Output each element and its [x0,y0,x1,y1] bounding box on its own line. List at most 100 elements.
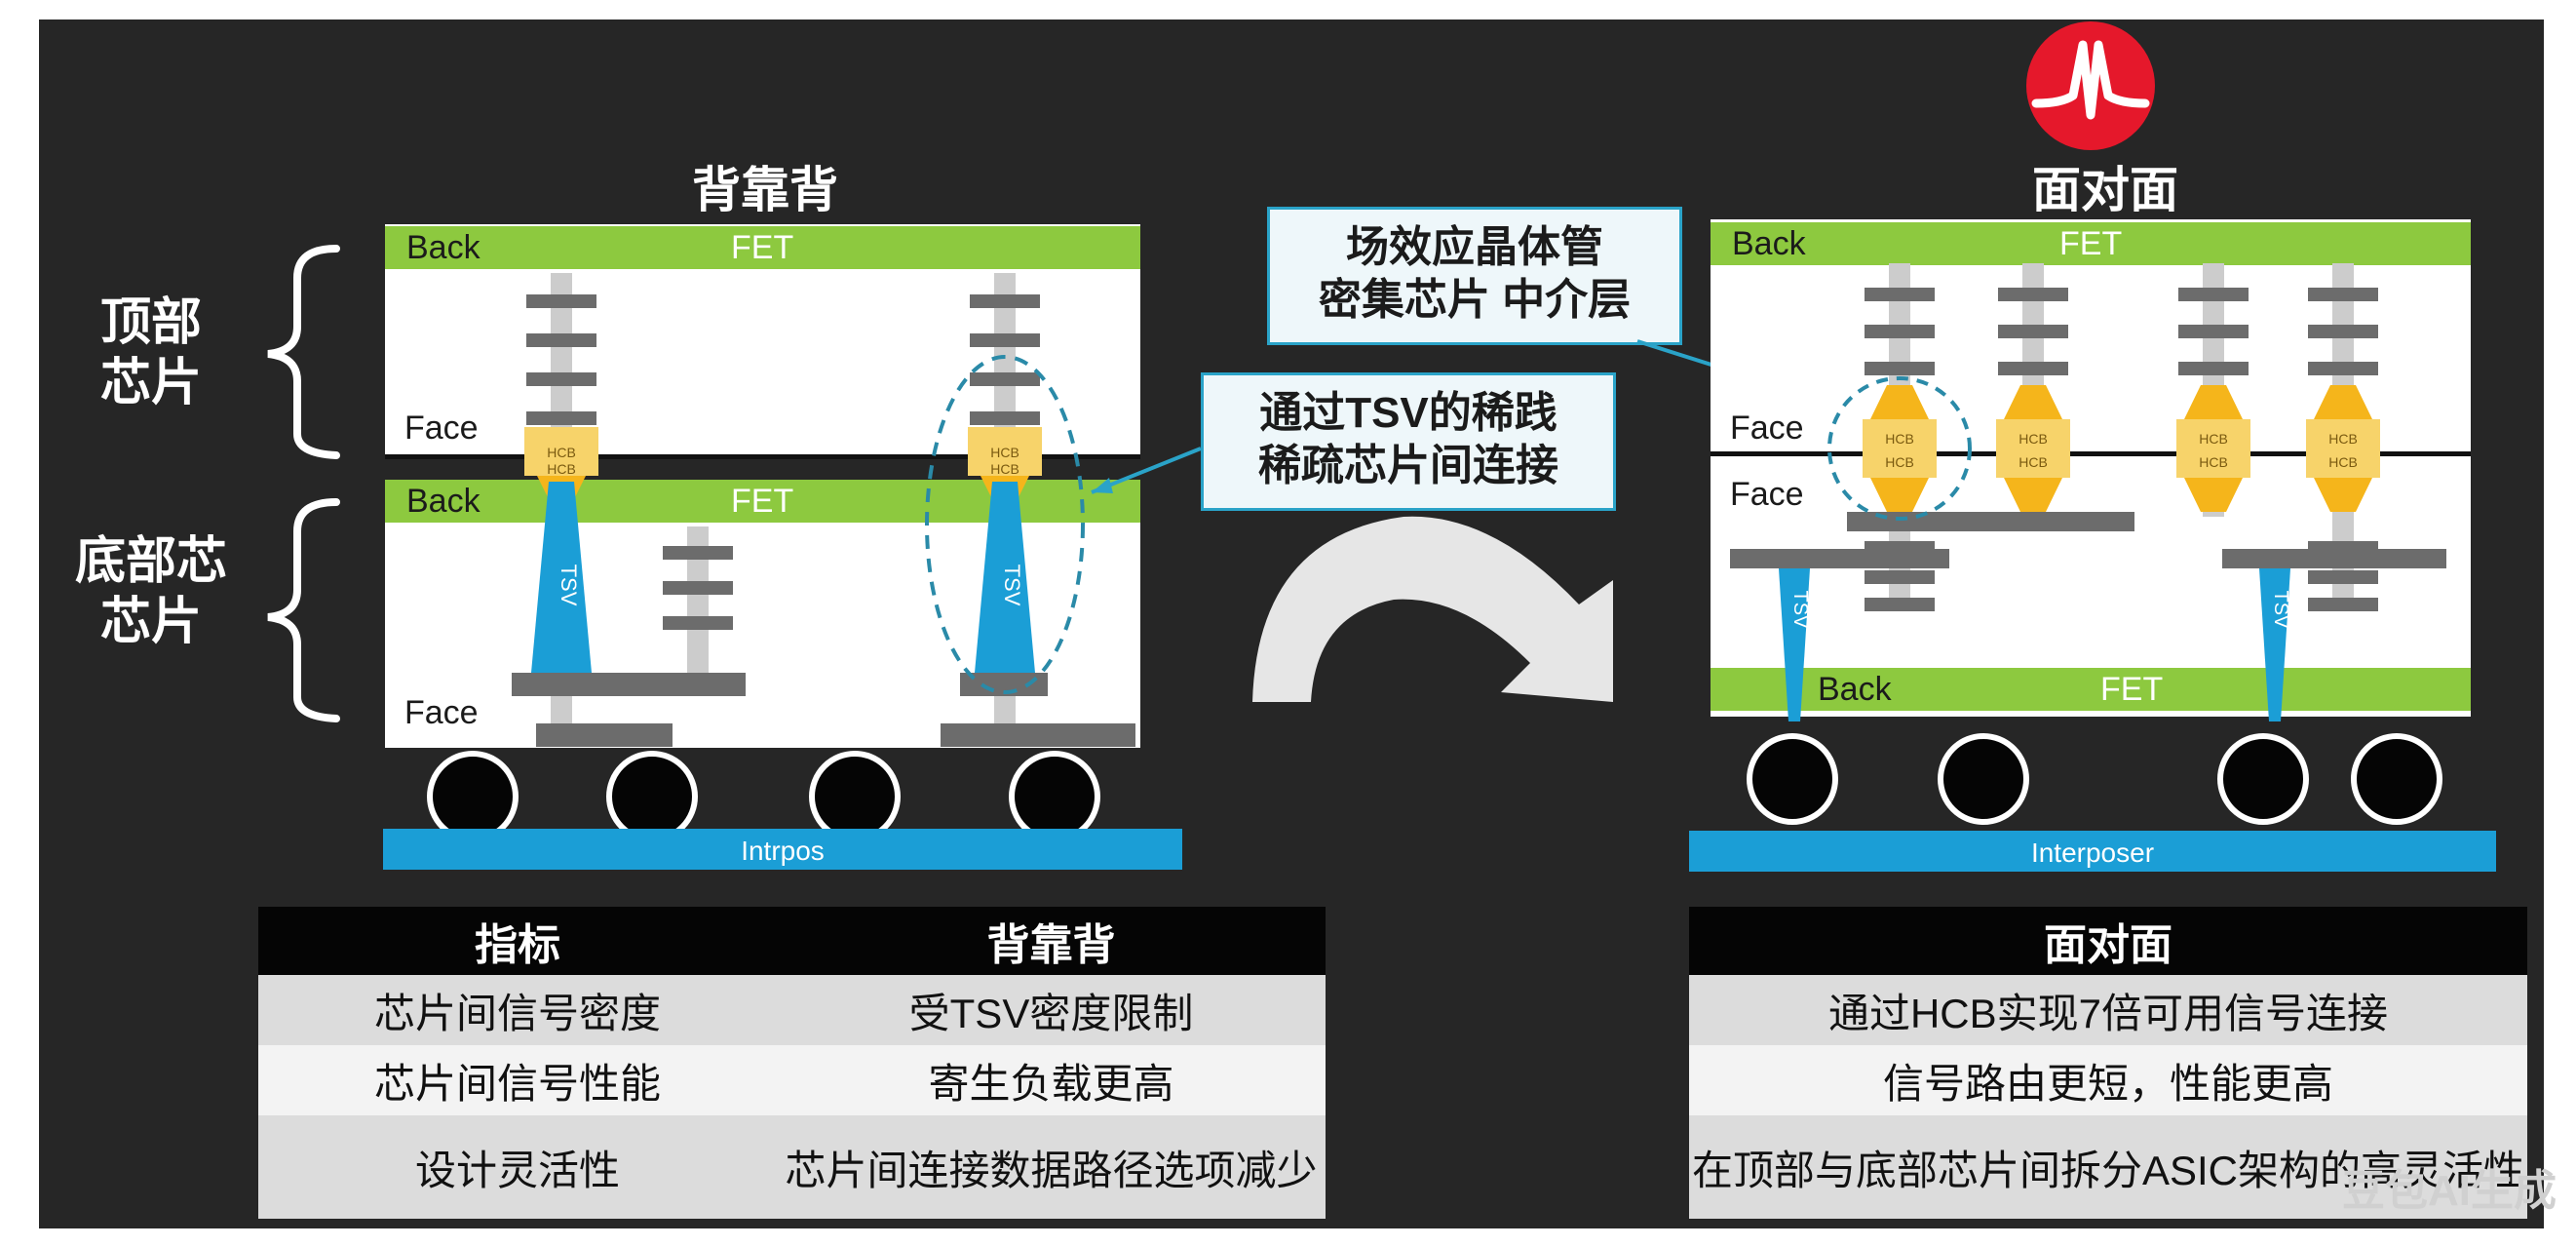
table-cell: 在顶部与底部芯片间拆分ASIC架构的高灵活性 [1689,1115,2527,1219]
table-header-f2f: 面对面 [1689,907,2527,975]
metal-plate [1847,512,2134,531]
table-row: 设计灵活性 芯片间连接数据路径选项减少 [258,1115,1326,1219]
top-chip-label: 顶部 芯片 [54,292,249,413]
bottom-chip-label: 底部芯 芯片 [54,531,249,652]
hcb-label: HCB [547,461,576,477]
broadcom-logo-icon [2026,21,2155,150]
tsv-via [2259,568,2290,721]
metal-layer [663,581,733,595]
left-interposer-bar: Intrpos [383,829,1182,870]
left-top-face-label: Face [404,409,479,447]
table-cell: 芯片间连接数据路径选项减少 [777,1115,1326,1219]
metal-stack-pillar [551,696,572,725]
left-top-fet-bar: Back FET [385,226,1140,269]
tsv-highlight-ellipse [925,355,1085,694]
table-row: 芯片间信号性能 寄生负载更高 [258,1045,1326,1115]
svg-text:HCB: HCB [2019,431,2048,447]
svg-text:HCB: HCB [2019,454,2048,470]
table-cell: 设计灵活性 [258,1115,777,1219]
metal-layer [663,546,733,560]
right-bump-ball-4 [2351,733,2442,825]
metal-layer [526,411,596,425]
left-comparison-table: 指标 背靠背 芯片间信号密度 受TSV密度限制 芯片间信号性能 寄生负载更高 设… [258,907,1326,1219]
tsv-sparse-callout-text: 通过TSV的稀践 稀疏芯片间连接 [1258,389,1558,489]
table-header-b2b: 背靠背 [777,907,1326,975]
right-face-label-lower: Face [1730,476,1804,513]
svg-text:HCB: HCB [2199,454,2228,470]
table-cell: 芯片间信号性能 [258,1045,777,1115]
metal-plate [512,673,746,696]
tsv-via [531,482,592,673]
metal-layer [526,294,596,308]
bottom-chip-label-text: 底部芯 芯片 [74,533,227,650]
table-header-row: 面对面 [1689,907,2527,975]
right-bottom-fet-bar: Back FET [1711,668,2471,711]
right-title: 面对面 [2032,163,2178,217]
right-face-label-upper: Face [1730,409,1804,447]
svg-text:HCB: HCB [2328,431,2358,447]
tsv-via [975,482,1035,673]
left-bottom-face-label: Face [404,694,479,731]
hcb-pad [968,427,1042,476]
tsv-label: TSV [1000,565,1024,606]
table-header-metric: 指标 [258,907,777,975]
hcb-column-2: HCB HCB [1996,263,2070,517]
tsv-sparse-callout: 通过TSV的稀践 稀疏芯片间连接 [1201,372,1616,511]
svg-text:HCB: HCB [2328,454,2358,470]
brace-icons [267,245,340,722]
right-structures: HCB HCB HCB HCB HCB HCB HCB HCB [1730,263,2446,721]
left-title: 背靠背 [692,163,838,217]
metal-plate [941,723,1135,747]
curved-arrow-icon [1252,516,1613,702]
table-cell: 芯片间信号密度 [258,975,777,1045]
watermark: 豆包AI生成 [2342,1167,2557,1215]
left-top-back-label: Back [406,229,481,266]
tsv-via [1779,568,1810,721]
right-interface-line [1711,451,2471,456]
metal-layer [970,333,1040,347]
left-bottom-back-label: Back [406,483,481,520]
table-row: 信号路由更短，性能更高 [1689,1045,2527,1115]
table-cell: 寄生负载更高 [777,1045,1326,1115]
table-cell: 受TSV密度限制 [777,975,1326,1045]
metal-stack-pillar [994,273,1016,429]
metal-layer [970,294,1040,308]
hcb-pad [524,427,598,476]
right-top-fet-label: FET [2059,225,2123,262]
fet-dense-callout: 场效应晶体管 密集芯片 中介层 [1267,207,1682,345]
hcb-column-3: HCB HCB [2176,263,2250,517]
top-chip-label-text: 顶部 芯片 [99,294,202,411]
hcb-highlight-circle [1827,376,1972,521]
svg-text:HCB: HCB [1885,431,1914,447]
right-bottom-back-label: Back [1818,671,1892,708]
right-bottom-fet-label: FET [2100,671,2164,708]
table-cell: 信号路由更短，性能更高 [1689,1045,2527,1115]
left-interface-line [385,454,1140,459]
left-bottom-fet-label: FET [731,483,794,520]
metal-stack-pillar [687,526,709,673]
svg-text:HCB: HCB [1885,454,1914,470]
table-cell: 通过HCB实现7倍可用信号连接 [1689,975,2527,1045]
metal-layer [970,411,1040,425]
metal-layer [970,372,1040,386]
right-comparison-table: 面对面 通过HCB实现7倍可用信号连接 信号路由更短，性能更高 在顶部与底部芯片… [1689,907,2527,1219]
left-bump-ball-1 [427,751,519,842]
metal-plate [536,723,673,747]
metal-plate [2222,549,2446,568]
metal-layer [526,372,596,386]
right-interposer-bar: Interposer [1689,831,2496,872]
hcb-label: HCB [990,461,1019,477]
left-bump-ball-4 [1009,751,1100,842]
svg-text:HCB: HCB [2199,431,2228,447]
right-top-fet-bar: Back FET [1711,222,2471,265]
hcb-label: HCB [990,445,1019,460]
hcb-column-1: HCB HCB [1863,263,1937,611]
metal-layer [663,616,733,630]
metal-stack-pillar [551,273,572,429]
pointer-arrow-icon [1092,478,1113,493]
brace-icon-top [267,245,340,459]
metal-stack-pillar [994,696,1016,725]
fet-dense-callout-text: 场效应晶体管 密集芯片 中介层 [1318,223,1632,324]
left-bump-ball-2 [606,751,698,842]
hcb-label: HCB [547,445,576,460]
